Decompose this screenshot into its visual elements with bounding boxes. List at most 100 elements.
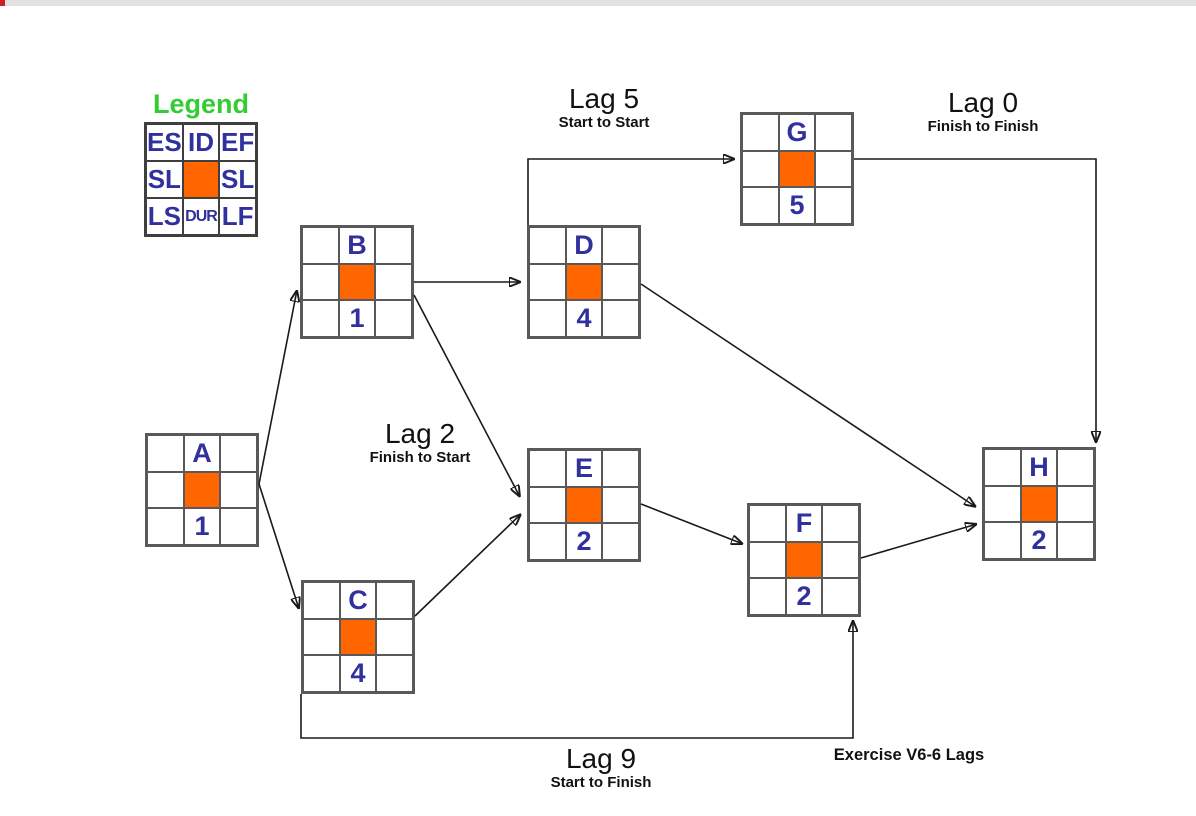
activity-empty-cell	[376, 618, 413, 656]
activity-id-cell-f: F	[785, 505, 823, 542]
activity-empty-cell	[602, 227, 639, 264]
legend-cell-ef: EF	[219, 124, 256, 161]
activity-empty-cell	[529, 450, 566, 487]
activity-id-cell-h: H	[1020, 449, 1058, 486]
activity-empty-cell	[602, 523, 639, 560]
activity-id-cell-d: D	[565, 227, 603, 264]
activity-center-cell-h	[1020, 485, 1058, 523]
lag-relationship: Finish to Finish	[927, 118, 1039, 135]
activity-empty-cell	[375, 300, 412, 337]
legend-cell-slack-box	[182, 161, 220, 198]
activity-duration-cell-e: 2	[565, 523, 603, 560]
connector-c-e	[414, 514, 521, 617]
activity-duration-cell-b: 1	[338, 300, 376, 337]
lag-label: Lag 5	[568, 83, 640, 114]
connector-g-h	[854, 158, 1096, 443]
legend-cell-ls: LS	[146, 198, 183, 235]
activity-empty-cell	[529, 300, 566, 337]
activity-empty-cell	[815, 187, 852, 224]
activity-empty-cell	[984, 485, 1021, 523]
activity-empty-cell	[376, 655, 413, 692]
connector-f-h	[860, 524, 977, 559]
exercise-caption: Exercise V6-6 Lags	[833, 746, 985, 764]
connector-e-f	[640, 503, 743, 544]
activity-duration-cell-h: 2	[1020, 522, 1058, 559]
activity-empty-cell	[529, 227, 566, 264]
lag-relationship: Finish to Start	[369, 449, 471, 466]
activity-id-cell-c: C	[339, 582, 377, 619]
activity-id-cell-b: B	[338, 227, 376, 264]
activity-empty-cell	[303, 582, 340, 619]
activity-id-cell-a: A	[183, 435, 221, 472]
activity-empty-cell	[302, 300, 339, 337]
activity-empty-cell	[602, 450, 639, 487]
activity-empty-cell	[376, 582, 413, 619]
connector-d-h	[640, 283, 976, 507]
activity-center-cell-g	[778, 150, 816, 188]
activity-empty-cell	[602, 300, 639, 337]
top-bar-accent	[0, 0, 5, 6]
activity-empty-cell	[220, 508, 257, 545]
activity-id-cell-g: G	[778, 114, 816, 151]
activity-empty-cell	[822, 578, 859, 615]
lag-label: Lag 9	[565, 743, 637, 774]
activity-empty-cell	[749, 578, 786, 615]
lag-annotation-fs: Lag 2 Finish to Start	[300, 418, 540, 467]
activity-empty-cell	[529, 523, 566, 560]
activity-duration-cell-f: 2	[785, 578, 823, 615]
activity-empty-cell	[147, 508, 184, 545]
activity-empty-cell	[303, 618, 340, 656]
activity-empty-cell	[220, 435, 257, 472]
activity-empty-cell	[303, 655, 340, 692]
activity-center-cell-c	[339, 618, 377, 656]
activity-empty-cell	[815, 150, 852, 188]
lag-relationship: Start to Start	[558, 114, 650, 131]
lag-relationship: Start to Finish	[550, 774, 652, 791]
activity-empty-cell	[147, 435, 184, 472]
activity-duration-cell-a: 1	[183, 508, 221, 545]
activity-empty-cell	[822, 505, 859, 542]
activity-id-cell-e: E	[565, 450, 603, 487]
legend-cell-lf: LF	[219, 198, 256, 235]
activity-empty-cell	[749, 505, 786, 542]
activity-empty-cell	[529, 486, 566, 524]
activity-center-cell-a	[183, 471, 221, 509]
activity-empty-cell	[742, 187, 779, 224]
activity-empty-cell	[984, 522, 1021, 559]
lag-label: Lag 2	[384, 418, 456, 449]
activity-empty-cell	[602, 263, 639, 301]
activity-empty-cell	[147, 471, 184, 509]
lag-label: Lag 0	[947, 87, 1019, 118]
lag-annotation-ff: Lag 0 Finish to Finish	[863, 87, 1103, 136]
activity-empty-cell	[302, 263, 339, 301]
activity-empty-cell	[375, 227, 412, 264]
lag-annotation-ss: Lag 5 Start to Start	[484, 83, 724, 132]
activity-center-cell-d	[565, 263, 603, 301]
legend-title: Legend	[152, 89, 250, 119]
activity-empty-cell	[815, 114, 852, 151]
activity-empty-cell	[1057, 485, 1094, 523]
activity-empty-cell	[984, 449, 1021, 486]
legend-cell-dur: DUR	[182, 198, 220, 235]
connector-d-g	[527, 159, 735, 225]
legend-cell-sl: SL	[146, 161, 183, 198]
legend-cell-es: ES	[146, 124, 183, 161]
lag-annotation-sf: Lag 9 Start to Finish	[481, 743, 721, 792]
connector-a-c	[258, 483, 299, 609]
activity-empty-cell	[302, 227, 339, 264]
activity-center-cell-b	[338, 263, 376, 301]
activity-empty-cell	[529, 263, 566, 301]
activity-empty-cell	[220, 471, 257, 509]
top-bar	[0, 0, 1196, 6]
legend-cell-sl: SL	[219, 161, 256, 198]
activity-empty-cell	[749, 541, 786, 579]
activity-empty-cell	[822, 541, 859, 579]
